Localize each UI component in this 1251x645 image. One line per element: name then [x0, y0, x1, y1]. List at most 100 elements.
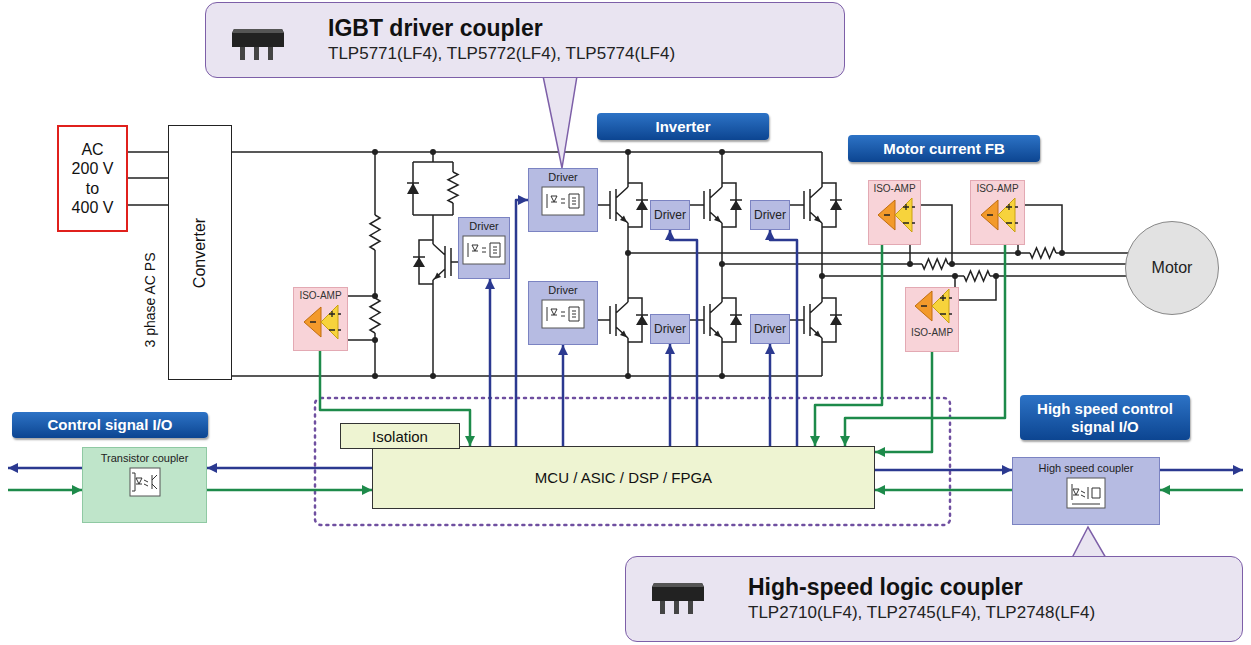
chip-icon [648, 575, 708, 619]
iso-amp-box: ISO-AMP [905, 287, 959, 352]
node-label: High speed control signal I/O [1026, 400, 1184, 436]
circuit-stroke [1030, 248, 1056, 258]
signal-arrow [207, 467, 372, 470]
node-label: Driver [654, 208, 686, 222]
optocoupler-icon [541, 186, 585, 216]
node-label: IGBT driver coupler [328, 15, 543, 43]
product-callout: IGBT driver couplerTLP5771(LF4), TLP5772… [205, 2, 845, 78]
node-label: Motor current FB [883, 140, 1005, 158]
circuit-stroke [413, 240, 458, 284]
optocoupler-icon [541, 299, 585, 329]
iso-amp-box: ISO-AMP [868, 180, 921, 245]
node-label: High speed coupler [1039, 462, 1134, 474]
signal-arrow [669, 344, 672, 446]
supply-label: 3 phase AC PS [142, 253, 158, 348]
isolation-amplifier-icon [912, 288, 952, 324]
circuit-stroke [922, 259, 948, 269]
signal-arrow [207, 489, 372, 492]
circuit-stroke [370, 298, 380, 333]
node-label: Converter [191, 217, 209, 287]
node-label: ISO-AMP [911, 327, 953, 338]
controller-box: MCU / ASIC / DSP / FPGA [372, 446, 875, 509]
driver-box: Driver [650, 200, 690, 230]
circuit-stroke [636, 200, 648, 210]
node-label: Transistor coupler [101, 452, 189, 464]
circuit-stroke [714, 331, 721, 338]
callout-tail [543, 76, 577, 168]
section-band: Inverter [597, 113, 769, 140]
signal-arrow [875, 352, 932, 452]
optocoupler-icon [1066, 477, 1106, 509]
power-source-box: AC 200 V to 400 V [57, 125, 128, 232]
signal-arrow [815, 245, 882, 446]
circuit-stroke [730, 200, 742, 210]
junction-dots [372, 149, 1065, 379]
callout-tail [1072, 527, 1106, 558]
node-label: High-speed logic coupler [748, 574, 1023, 602]
motor-circle: Motor [1125, 221, 1219, 315]
driver-box: Driver [750, 314, 790, 344]
coupler-box: Transistor coupler [82, 447, 207, 523]
product-callout: High-speed logic couplerTLP2710(LF4), TL… [625, 556, 1243, 642]
isolation-amplifier-icon [301, 304, 341, 340]
node-label: ISO-AMP [873, 183, 915, 194]
node-label: Control signal I/O [47, 416, 172, 434]
node-label: Driver [469, 220, 498, 232]
section-band: Control signal I/O [12, 412, 208, 438]
node-subtext: TLP2710(LF4), TLP2745(LF4), TLP2748(LF4) [748, 602, 1095, 624]
circuit-stroke [714, 216, 721, 223]
driver-box: Driver [750, 200, 790, 230]
signal-arrow [845, 245, 1005, 446]
node-label: MCU / ASIC / DSP / FPGA [535, 469, 712, 486]
node-label: AC 200 V to 400 V [71, 140, 114, 217]
optocoupler-icon [129, 467, 161, 497]
optocoupler-icon [462, 235, 506, 265]
diode-symbol [407, 183, 419, 194]
node-label: Driver [548, 171, 577, 183]
circuit-stroke [413, 257, 425, 267]
circuit-stroke [434, 273, 441, 280]
node-label: Motor [1152, 259, 1193, 277]
isolation-amplifier-icon [875, 197, 915, 233]
signal-arrow [769, 344, 772, 446]
node-subtext: TLP5771(LF4), TLP5772(LF4), TLP5774(LF4) [328, 43, 675, 65]
chip-icon [228, 21, 288, 65]
node-label: Driver [754, 208, 786, 222]
circuit-stroke [636, 315, 648, 325]
driver-box: Driver [650, 314, 690, 344]
node-label: Isolation [372, 428, 428, 445]
driver-box: Driver [528, 168, 598, 232]
circuit-stroke [830, 200, 842, 210]
power-wiring [232, 152, 1128, 376]
circuit-stroke [964, 271, 990, 281]
circuit-stroke [814, 216, 821, 223]
signal-arrow [562, 345, 565, 446]
circuit-stroke [690, 183, 742, 227]
node-label: Driver [754, 322, 786, 336]
node-label: ISO-AMP [976, 183, 1018, 194]
signal-arrow [489, 279, 492, 446]
isolation-tab: Isolation [340, 423, 460, 449]
signal-arrow [875, 469, 1012, 472]
power-wire [128, 152, 168, 205]
node-label: Driver [548, 284, 577, 296]
signal-arrow [516, 200, 528, 446]
circuit-stroke [598, 298, 648, 342]
circuit-stroke [598, 183, 648, 227]
circuit-stroke [620, 331, 627, 338]
node-label: ISO-AMP [299, 290, 341, 301]
signal-arrow [875, 489, 1012, 492]
node-label: Driver [654, 322, 686, 336]
iso-amp-box: ISO-AMP [293, 287, 348, 351]
circuit-stroke [620, 216, 627, 223]
circuit-stroke [790, 183, 842, 227]
semiconductor-symbols [370, 152, 1056, 376]
section-band: High speed control signal I/O [1020, 395, 1190, 440]
circuit-stroke [730, 315, 742, 325]
section-band: Motor current FB [848, 135, 1040, 162]
node-label: Inverter [655, 118, 710, 136]
iso-amp-box: ISO-AMP [970, 180, 1025, 245]
circuit-stroke [814, 331, 821, 338]
converter-box: Converter [168, 125, 232, 380]
driver-box: Driver [458, 217, 510, 279]
